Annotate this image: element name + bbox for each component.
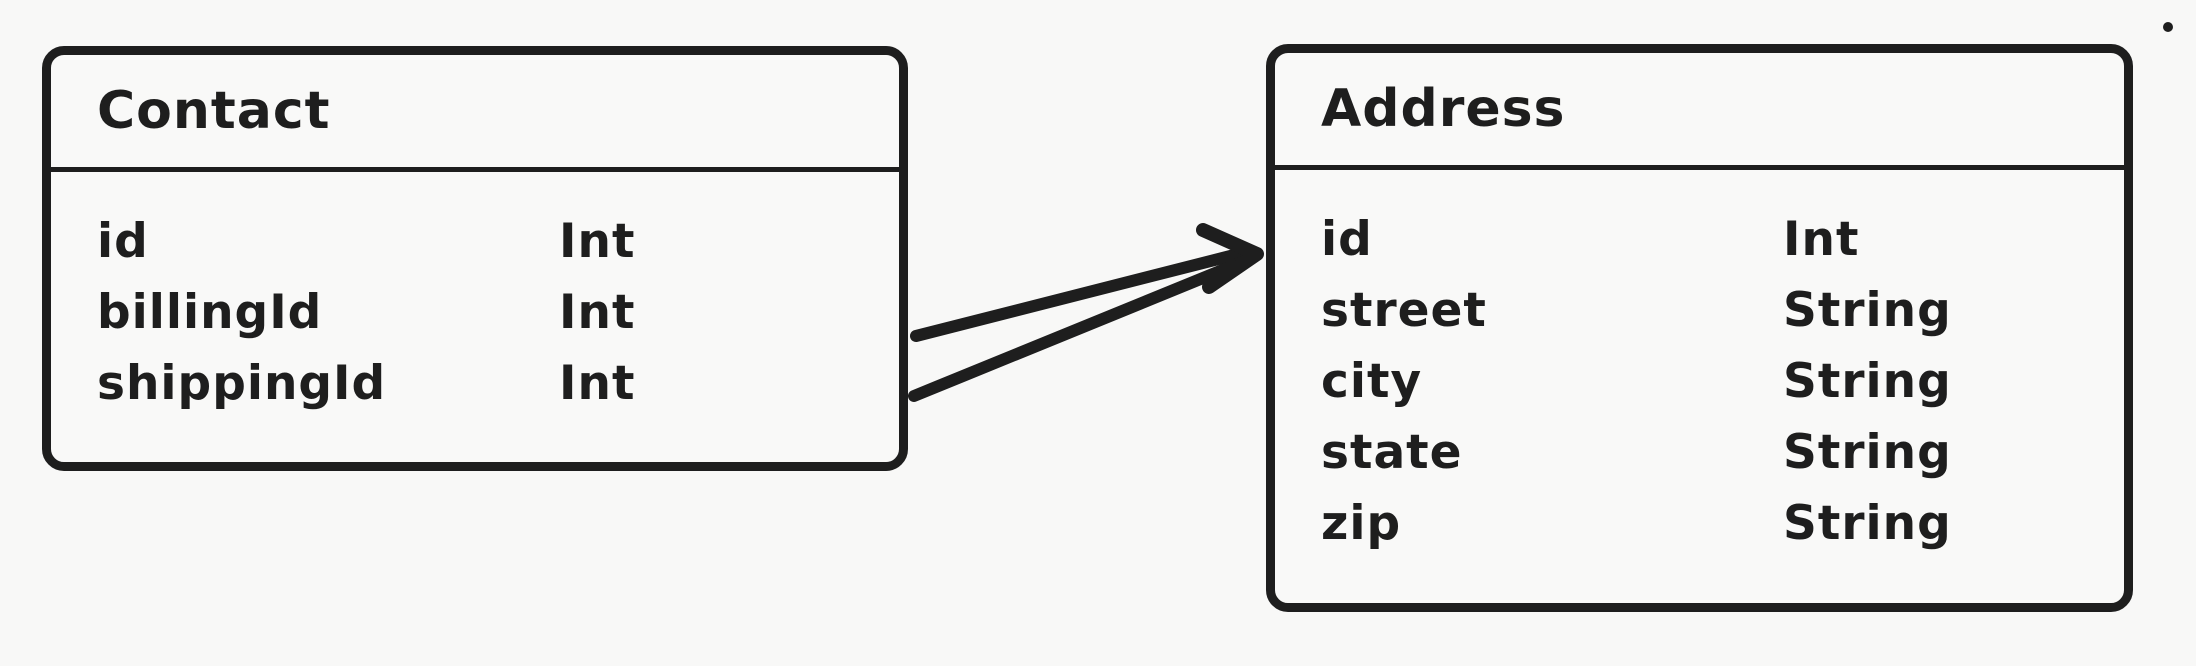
field-type: Int (1783, 212, 1860, 267)
entity-contact-title: Contact (97, 81, 331, 141)
field-name: state (1321, 425, 1463, 480)
arrow-shippingId-to-address[interactable] (908, 252, 1258, 402)
field-row: id Int (97, 206, 899, 277)
entity-address-header: Address (1275, 53, 2124, 170)
field-type: Int (559, 356, 636, 411)
entity-address[interactable]: Address id Int street String city String… (1266, 44, 2133, 612)
field-name: zip (1321, 496, 1402, 551)
field-type: Int (559, 285, 636, 340)
entity-contact[interactable]: Contact id Int billingId Int shippingId … (42, 46, 908, 471)
field-row: city String (1321, 346, 2124, 417)
field-row: state String (1321, 417, 2124, 488)
field-type: String (1783, 496, 1952, 551)
field-row: shippingId Int (97, 348, 899, 419)
entity-address-fields: id Int street String city String state S… (1275, 170, 2124, 559)
field-type: String (1783, 283, 1952, 338)
entity-address-title: Address (1321, 79, 1566, 139)
field-name: city (1321, 354, 1423, 409)
field-name: id (97, 214, 149, 269)
field-type: String (1783, 354, 1952, 409)
field-name: billingId (97, 285, 323, 340)
field-row: id Int (1321, 204, 2124, 275)
arrowhead-icon (1196, 223, 1264, 294)
field-row: billingId Int (97, 277, 899, 348)
entity-contact-fields: id Int billingId Int shippingId Int (51, 172, 899, 419)
field-type: Int (559, 214, 636, 269)
field-row: street String (1321, 275, 2124, 346)
entity-contact-header: Contact (51, 55, 899, 172)
arrow-billingId-to-address[interactable] (910, 246, 1252, 342)
field-row: zip String (1321, 488, 2124, 559)
field-name: street (1321, 283, 1487, 338)
field-name: shippingId (97, 356, 387, 411)
field-type: String (1783, 425, 1952, 480)
stray-dot (2163, 22, 2173, 32)
field-name: id (1321, 212, 1373, 267)
